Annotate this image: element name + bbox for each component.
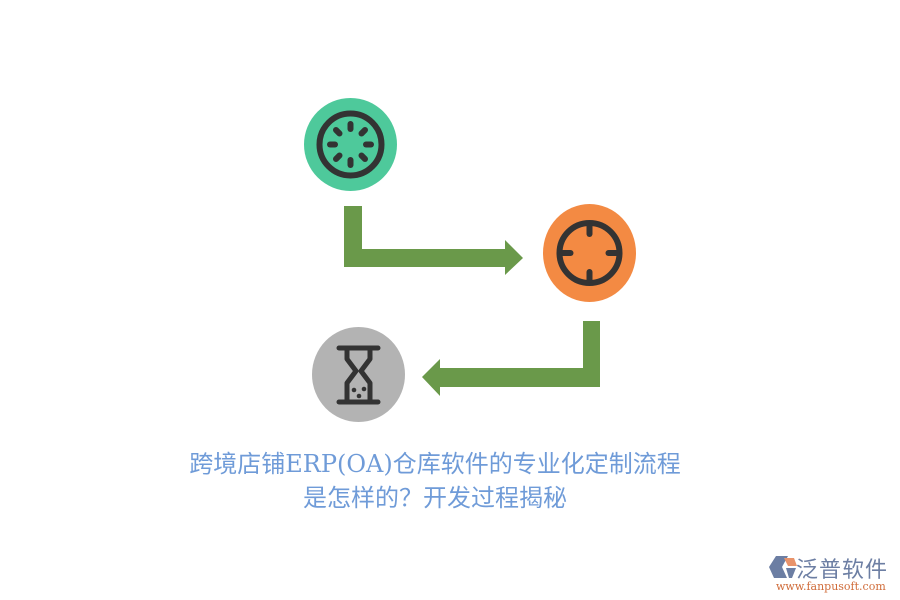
step-3-circle: [312, 327, 405, 422]
step-1-circle: [304, 98, 397, 191]
logo-url: www.fanpusoft.com: [776, 580, 886, 593]
arrow-right: [344, 206, 523, 275]
logo-mark-icon: [769, 556, 797, 578]
crosshair-target-icon: [556, 220, 623, 286]
title-line-2: 是怎样的？开发过程揭秘: [303, 484, 567, 512]
brand-logo: 泛普软件 www.fanpusoft.com: [768, 552, 898, 596]
step-2-circle: [543, 204, 636, 302]
hourglass-icon: [336, 345, 381, 405]
logo-name: 泛普软件: [796, 558, 889, 583]
title-line-1: 跨境店铺ERP(OA)仓库软件的专业化定制流程: [189, 450, 681, 478]
arrow-left: [422, 321, 600, 396]
loading-spinner-icon: [316, 110, 385, 179]
